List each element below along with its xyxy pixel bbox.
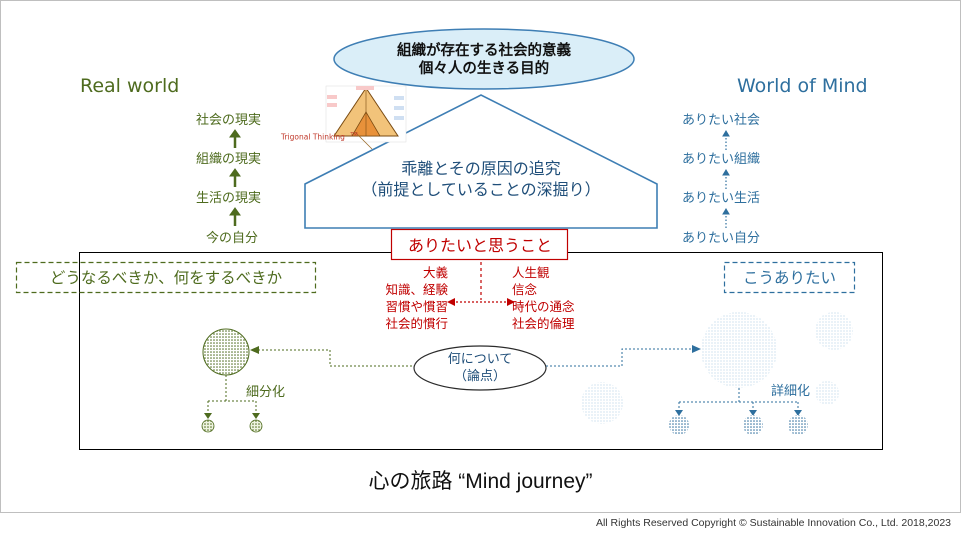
world-of-mind-item-2: ありたい組織 bbox=[682, 152, 761, 167]
center-right-item-4: 社会的倫理 bbox=[512, 316, 575, 331]
left-connector bbox=[256, 349, 412, 367]
trigonal-thinking-tm: TM bbox=[350, 132, 358, 138]
right-tree-arrow-1 bbox=[675, 410, 683, 416]
pentagon-line2: （前提としていることの深掘り） bbox=[361, 180, 601, 199]
red-arrow-left-head bbox=[447, 298, 455, 306]
left-connector-head bbox=[250, 346, 259, 354]
right-small-circle-3 bbox=[788, 415, 808, 435]
real-world-title: Real world bbox=[80, 75, 180, 97]
top-ellipse-line2: 個々人の生きる目的 bbox=[418, 61, 550, 77]
center-ellipse-line2: （論点） bbox=[453, 369, 506, 384]
center-right-items: 人生観 信念 時代の通念 社会的倫理 bbox=[512, 264, 575, 332]
center-left-item-1: 大義 bbox=[422, 265, 448, 280]
top-ellipse-line1: 組織が存在する社会的意義 bbox=[397, 43, 571, 59]
right-small-circle-2 bbox=[743, 415, 763, 435]
world-of-mind-arrows bbox=[722, 130, 730, 228]
center-ellipse-line1: 何について bbox=[447, 352, 513, 367]
real-world-item-1: 社会の現実 bbox=[196, 113, 262, 128]
right-big-circle bbox=[701, 312, 777, 388]
center-right-item-1: 人生観 bbox=[512, 265, 550, 280]
right-dashed-box bbox=[723, 261, 856, 294]
world-of-mind-title: World of Mind bbox=[737, 75, 868, 97]
center-left-item-3: 習慣や慣習 bbox=[385, 299, 448, 314]
real-world-arrows bbox=[229, 129, 241, 226]
world-of-mind-item-4: ありたい自分 bbox=[682, 231, 761, 246]
top-ellipse-shape bbox=[333, 28, 635, 90]
slide: 組織が存在する社会的意義 個々人の生きる目的 Trigonal Thinking… bbox=[0, 0, 961, 513]
pentagon-text: 乖離とその原因の追究 （前提としていることの深掘り） bbox=[305, 158, 657, 200]
pentagon-shape bbox=[304, 94, 658, 229]
center-ellipse-text: 何について （論点） bbox=[414, 351, 546, 385]
trigonal-thumbnail bbox=[325, 85, 407, 143]
top-ellipse: 組織が存在する社会的意義 個々人の生きる目的 bbox=[334, 42, 634, 78]
right-connector-head bbox=[692, 345, 701, 353]
right-tree-lines bbox=[678, 388, 799, 411]
center-box-label: ありたいと思うこと bbox=[407, 236, 552, 255]
right-connector bbox=[546, 348, 694, 367]
left-tree-lines bbox=[207, 375, 257, 414]
center-right-item-3: 時代の通念 bbox=[512, 299, 575, 314]
real-world-item-2: 組織の現実 bbox=[196, 152, 262, 167]
real-world-item-4: 今の自分 bbox=[206, 231, 259, 246]
left-small-circle-2 bbox=[249, 419, 263, 433]
right-circle-bottom-left bbox=[581, 382, 623, 424]
pentagon-line1: 乖離とその原因の追究 bbox=[401, 159, 561, 178]
copyright: All Rights Reserved Copyright © Sustaina… bbox=[595, 517, 951, 529]
diagram-graphics bbox=[0, 0, 961, 513]
center-left-item-2: 知識、経験 bbox=[385, 282, 448, 297]
center-right-item-2: 信念 bbox=[512, 282, 538, 297]
right-tree-arrow-2 bbox=[749, 410, 757, 416]
world-of-mind-item-1: ありたい社会 bbox=[682, 113, 761, 128]
center-ellipse-shape bbox=[413, 345, 547, 391]
footer-title: 心の旅路 “Mind journey” bbox=[368, 470, 593, 493]
trigonal-thinking-text: Trigonal Thinking bbox=[281, 132, 345, 142]
right-small-circle-1 bbox=[669, 415, 689, 435]
right-dashed-label: こうありたい bbox=[742, 269, 836, 287]
real-world-item-3: 生活の現実 bbox=[196, 191, 262, 206]
center-left-items: 大義 知識、経験 習慣や慣習 社会的慣行 bbox=[352, 264, 448, 332]
left-green-circle bbox=[202, 328, 250, 376]
left-small-circle-1 bbox=[201, 419, 215, 433]
trigonal-thinking-label: Trigonal Thinking TM bbox=[281, 132, 358, 142]
right-tree-arrow-3 bbox=[794, 410, 802, 416]
left-dashed-label: どうなるべきか、何をするべきか bbox=[49, 269, 283, 287]
right-detail-label: 詳細化 bbox=[771, 384, 811, 399]
right-circle-small bbox=[815, 381, 839, 405]
world-of-mind-item-3: ありたい生活 bbox=[682, 191, 761, 206]
red-arrow-right-head bbox=[507, 298, 515, 306]
left-tree-arrow-1 bbox=[204, 413, 212, 419]
left-tree-arrow-2 bbox=[252, 413, 260, 419]
trigonal-lines bbox=[354, 131, 373, 150]
left-subdivide-label: 細分化 bbox=[246, 385, 286, 400]
red-label-box bbox=[390, 228, 569, 261]
center-left-item-4: 社会的慣行 bbox=[385, 316, 448, 331]
right-circle-top bbox=[815, 312, 853, 350]
left-dashed-box bbox=[15, 261, 317, 294]
